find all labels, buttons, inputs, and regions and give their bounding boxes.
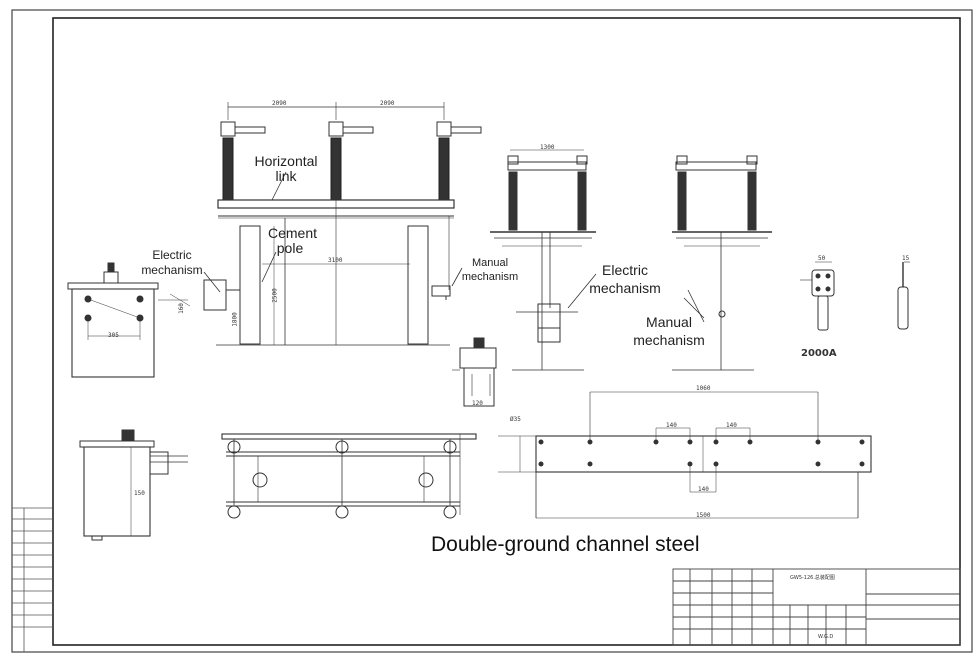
part-2000a (800, 261, 835, 331)
channel-steel (498, 391, 872, 519)
title-block-sheet-code: W.G.D (818, 634, 834, 640)
dim-channel-1500: 1500 (696, 512, 711, 519)
label-electric-mechanism-right: Electric mechanism (589, 262, 661, 296)
dim-top-span-left: 2090 (272, 100, 287, 107)
dim-height-2500: 2500 (271, 288, 279, 303)
dim-width-3100: 3100 (328, 257, 343, 264)
label-horizontal-link: Horizontal link (254, 153, 318, 185)
part-2000a-label: 2000A (801, 348, 837, 359)
dim-channel-140c: 140 (698, 486, 709, 493)
dim-1800: 1800 (231, 312, 239, 327)
label-electric-mechanism-left: Electric mechanism (141, 248, 203, 277)
front-elevation (203, 102, 482, 346)
dim-150: 150 (134, 490, 145, 497)
small-manual-mechanism (452, 337, 497, 407)
dim-120: 120 (472, 400, 483, 407)
dim-305: 305 (108, 332, 119, 339)
dim-channel-140a: 140 (666, 422, 677, 429)
electric-mechanism-box (67, 262, 191, 378)
dim-channel-140b: 140 (726, 422, 737, 429)
dim-15: 15 (902, 255, 910, 262)
label-double-ground-channel-steel: Double-ground channel steel (431, 533, 700, 556)
inner-frame (52, 17, 961, 646)
side-view-manual (672, 155, 772, 371)
title-block (672, 568, 961, 646)
dim-side-1300: 1300 (540, 144, 555, 151)
dim-top-span-right: 2090 (380, 100, 395, 107)
leader-lines (203, 171, 705, 323)
label-cement-pole: Cement pole (268, 225, 318, 257)
electric-mechanism-side (79, 429, 188, 541)
side-view-electric (490, 149, 596, 371)
dim-160: 160 (177, 303, 185, 314)
dim-channel-1060: 1060 (696, 385, 711, 392)
plan-view (221, 433, 477, 519)
left-margin-strip (12, 507, 53, 652)
dim-50: 50 (818, 255, 826, 262)
dim-channel-d35: Ø35 (510, 416, 521, 423)
label-manual-mechanism-right: Manual mechanism (633, 314, 705, 348)
label-manual-mechanism-small: Manual mechanism (461, 257, 519, 283)
outer-border (11, 9, 973, 653)
rod-part (897, 261, 910, 330)
title-block-drawing-name: GW5-126.总装配图 (790, 575, 835, 581)
